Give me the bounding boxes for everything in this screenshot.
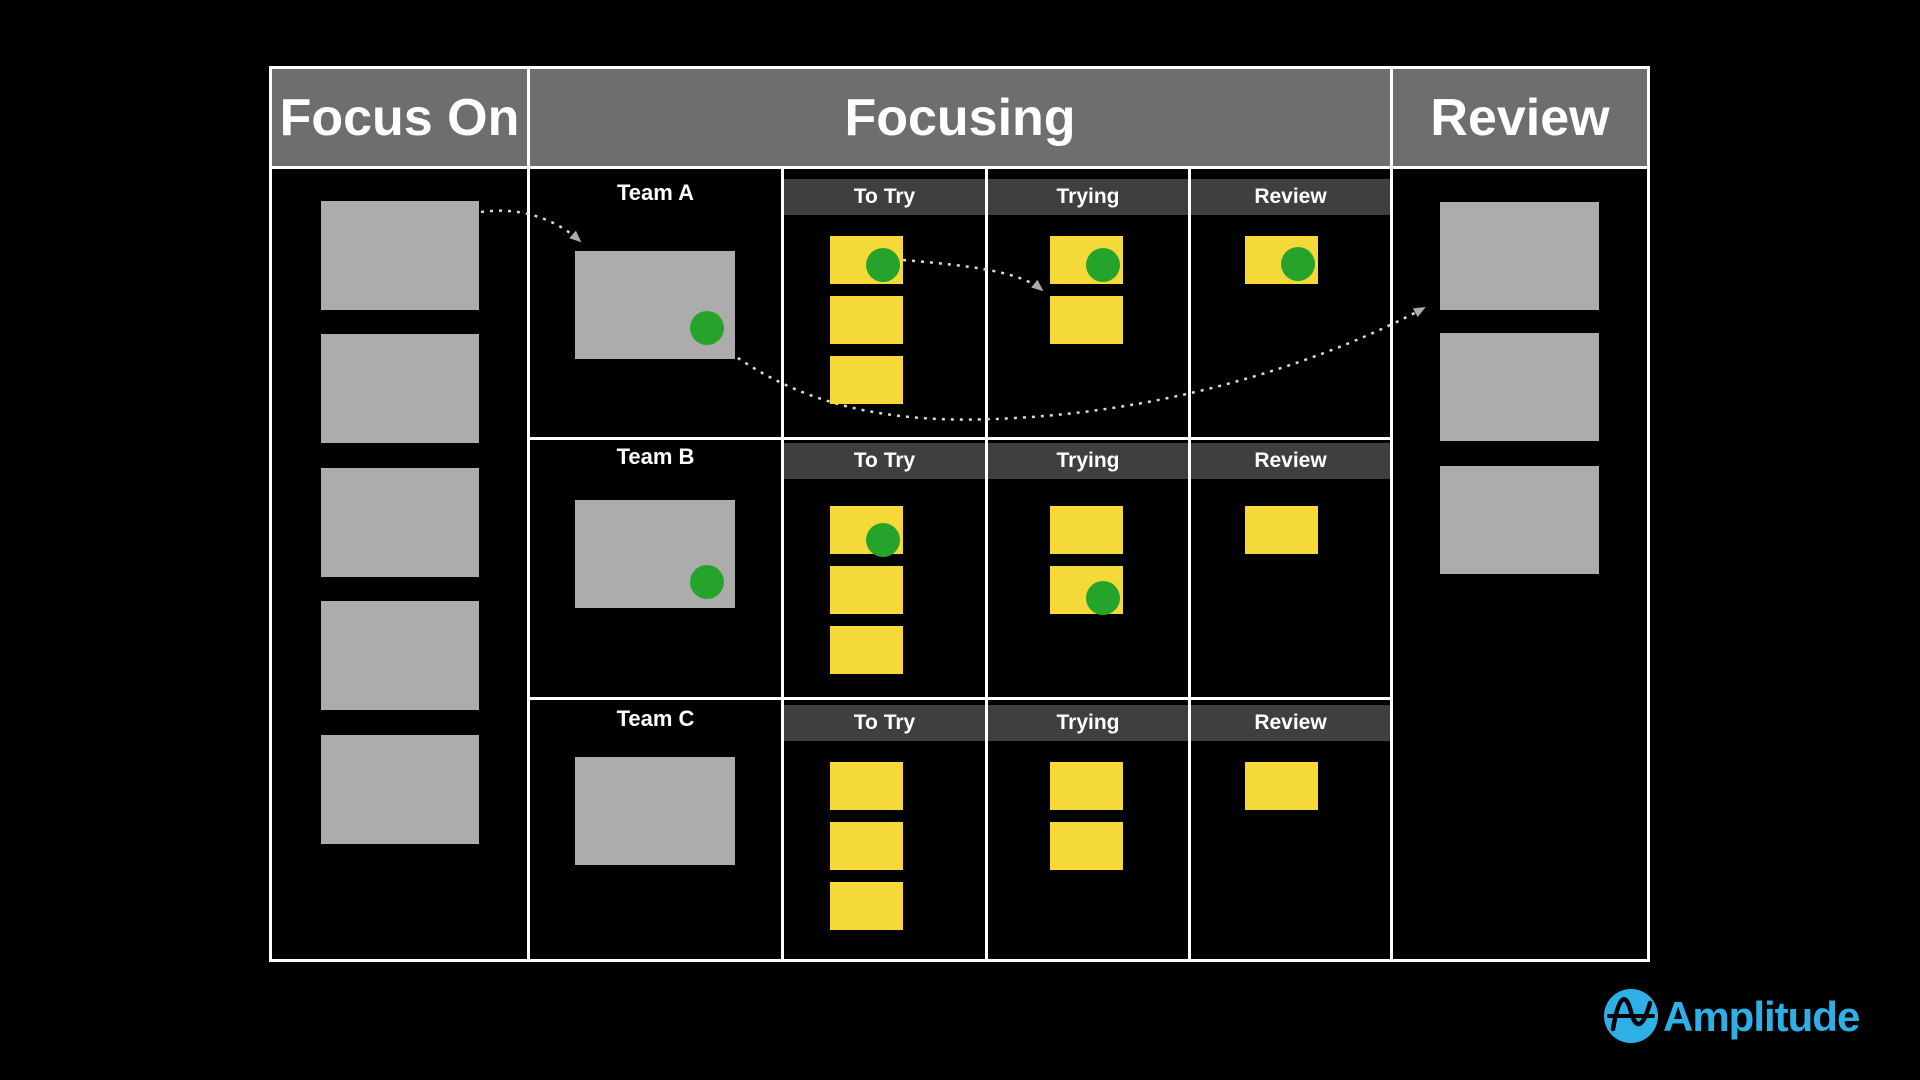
team-c-to-try-note-1 [830, 762, 903, 810]
focus-card [321, 334, 479, 443]
team-c-column-header-trying: Trying [988, 705, 1188, 741]
team-c-to-try-note-3 [830, 882, 903, 930]
team-c-card [575, 757, 735, 865]
team-b-to-try-note-1-dot [866, 523, 900, 557]
team-b-label: Team B [616, 444, 695, 469]
team-a-label: Team A [616, 180, 695, 205]
header-focus-on-label: Focus On [279, 88, 520, 147]
team-b-column-header-trying: Trying [988, 443, 1188, 479]
header-review: Review [1393, 69, 1647, 166]
team-b-trying-note-2-dot [1086, 581, 1120, 615]
team-a-trying-note-2 [1050, 296, 1123, 344]
team-b-column-header-to-try: To Try [784, 443, 985, 479]
team-a-to-try-note-2 [830, 296, 903, 344]
amplitude-logo-mark [1604, 989, 1658, 1043]
team-b-to-try-note-2 [830, 566, 903, 614]
review-card [1440, 333, 1599, 441]
grid-line [530, 437, 1390, 440]
review-card [1440, 466, 1599, 574]
grid-line [781, 169, 784, 959]
header-review-label: Review [1430, 88, 1610, 147]
focus-card [321, 201, 479, 310]
team-c-trying-note-2 [1050, 822, 1123, 870]
amplitude-wordmark: Amplitude [1663, 993, 1859, 1040]
team-c-trying-note-1 [1050, 762, 1123, 810]
team-a-column-header-to-try: To Try [784, 179, 985, 215]
grid-line [530, 697, 1390, 700]
header-focusing: Focusing [530, 69, 1390, 166]
team-b-review-note-1 [1245, 506, 1318, 554]
team-c-to-try-note-2 [830, 822, 903, 870]
grid-line [272, 166, 1647, 169]
focus-card [321, 735, 479, 844]
team-c-review-note-1 [1245, 762, 1318, 810]
team-c-label: Team C [616, 706, 695, 731]
review-card [1440, 202, 1599, 310]
team-c-column-header-review: Review [1191, 705, 1390, 741]
team-a-review-note-1-dot [1281, 247, 1315, 281]
team-b-card-dot [690, 565, 724, 599]
header-focus-on: Focus On [272, 69, 527, 166]
grid-line [1390, 69, 1393, 959]
team-a-column-header-review: Review [1191, 179, 1390, 215]
team-a-trying-note-1-dot [1086, 248, 1120, 282]
grid-line [1188, 169, 1191, 959]
grid-line [985, 169, 988, 959]
amplitude-logo: Amplitude [1604, 989, 1860, 1043]
team-c-column-header-to-try: To Try [784, 705, 985, 741]
team-a-to-try-note-3 [830, 356, 903, 404]
focus-card [321, 601, 479, 710]
grid-line [527, 69, 530, 959]
team-a-to-try-note-1-dot [866, 248, 900, 282]
board-frame [269, 66, 1650, 962]
team-b-column-header-review: Review [1191, 443, 1390, 479]
team-b-trying-note-1 [1050, 506, 1123, 554]
team-a-card-dot [690, 311, 724, 345]
team-a-column-header-trying: Trying [988, 179, 1188, 215]
team-b-to-try-note-3 [830, 626, 903, 674]
header-focusing-label: Focusing [844, 88, 1076, 147]
focus-card [321, 468, 479, 577]
